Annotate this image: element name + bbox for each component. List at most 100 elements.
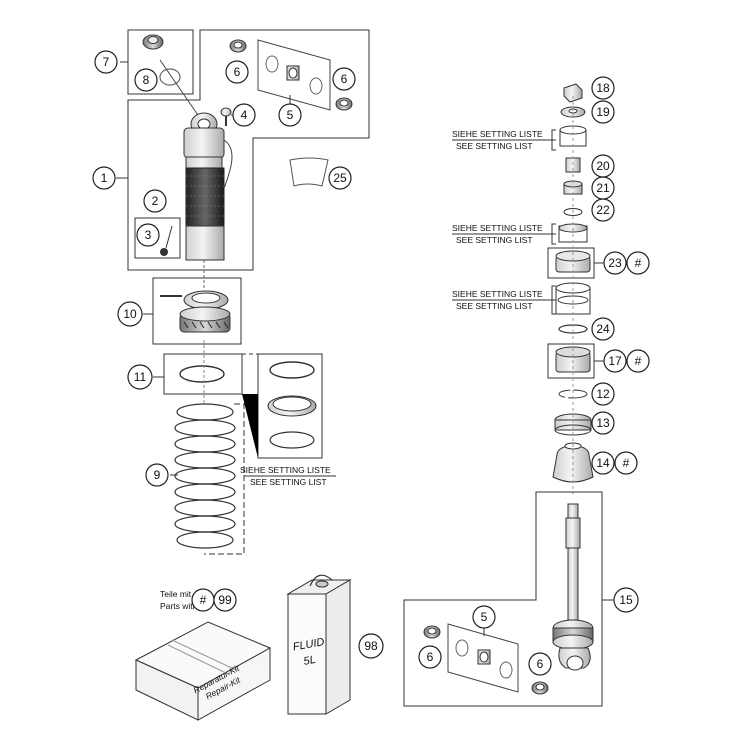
callout-17: 17 xyxy=(608,354,622,368)
callout-18: 18 xyxy=(596,81,610,95)
svg-text:SEE SETTING LIST: SEE SETTING LIST xyxy=(456,235,533,245)
callout-3-circle[interactable] xyxy=(136,223,160,247)
spring-adjuster-part-10 xyxy=(160,260,231,333)
callout-25: 25 xyxy=(333,171,347,185)
svg-text:SIEHE SETTING LISTE: SIEHE SETTING LISTE xyxy=(452,223,543,233)
spring-part-9 xyxy=(174,340,322,555)
callout-23: 23 xyxy=(608,256,622,270)
callout-10: 10 xyxy=(123,307,137,321)
bushing-part-6a xyxy=(229,39,247,53)
label-part-25 xyxy=(289,157,329,187)
callout-hash-14: # xyxy=(623,456,630,470)
shaft-part-15 xyxy=(552,503,594,671)
callout-6b-circle[interactable] xyxy=(332,67,356,91)
callout-99-circle[interactable] xyxy=(213,588,237,612)
callout-8: 8 xyxy=(143,73,150,87)
callout-11-circle[interactable] xyxy=(127,364,153,390)
callout-14: 14 xyxy=(596,456,610,470)
callout-6a-circle[interactable] xyxy=(225,60,249,84)
callout-5a-circle[interactable] xyxy=(278,103,302,127)
callout-4: 4 xyxy=(241,108,248,122)
callout-hash-14-circle[interactable] xyxy=(614,451,638,475)
callout-hash-23-circle[interactable] xyxy=(626,251,650,275)
fluid-can-part-98 xyxy=(286,574,352,715)
group-box-1 xyxy=(127,29,370,271)
shim-part-11 xyxy=(179,361,317,449)
valve-part-3 xyxy=(160,225,173,256)
callout-group: 7 8 6 6 5 4 1 25 2 3 10 11 9 98 18 19 xyxy=(92,50,650,676)
setting-note-9: SIEHE SETTING LISTE SEE SETTING LIST xyxy=(240,465,331,487)
group-box-10 xyxy=(152,277,242,345)
seal-head-part-13 xyxy=(554,413,592,436)
parts-with-label: Parts with xyxy=(160,601,198,611)
callout-98: 98 xyxy=(364,639,378,653)
svg-text:5L: 5L xyxy=(303,654,317,668)
callout-6c: 6 xyxy=(427,650,434,664)
callout-5a: 5 xyxy=(287,108,294,122)
callout-24: 24 xyxy=(596,322,610,336)
callout-20: 20 xyxy=(596,159,610,173)
nut-part-18 xyxy=(563,83,583,103)
svg-text:FLUID: FLUID xyxy=(292,636,325,653)
callout-5b: 5 xyxy=(481,610,488,624)
callout-7-circle[interactable] xyxy=(94,50,118,74)
callout-12-circle[interactable] xyxy=(591,382,615,406)
callout-2-circle[interactable] xyxy=(143,189,167,213)
seal-part-7 xyxy=(142,34,164,50)
screw-part-4 xyxy=(220,107,232,126)
callout-24-circle[interactable] xyxy=(591,317,615,341)
callout-98-circle[interactable] xyxy=(358,633,384,659)
callout-9: 9 xyxy=(154,468,161,482)
group-box-2-3 xyxy=(134,217,181,259)
ring-part-8 xyxy=(159,68,181,86)
callout-1-circle[interactable] xyxy=(92,166,116,190)
callout-hash-23: # xyxy=(635,256,642,270)
piston-part-23 xyxy=(555,250,591,273)
callout-hash-17: # xyxy=(635,354,642,368)
callout-6d-circle[interactable] xyxy=(528,652,552,676)
svg-text:SIEHE SETTING LISTE: SIEHE SETTING LISTE xyxy=(452,129,543,139)
callout-6a: 6 xyxy=(234,65,241,79)
callout-13: 13 xyxy=(596,416,610,430)
setting-note-2: SIEHE SETTING LISTE SEE SETTING LIST xyxy=(452,223,556,245)
bushing-part-6b xyxy=(335,97,353,111)
callout-3: 3 xyxy=(145,228,152,242)
callout-18-circle[interactable] xyxy=(591,76,615,100)
callout-22: 22 xyxy=(596,203,610,217)
callout-1: 1 xyxy=(101,171,108,185)
callout-21: 21 xyxy=(596,181,610,195)
callout-11: 11 xyxy=(134,370,147,384)
svg-text:SEE SETTING LIST: SEE SETTING LIST xyxy=(456,141,533,151)
callout-25-circle[interactable] xyxy=(328,166,352,190)
shim-stack-lower xyxy=(555,282,591,315)
callout-22-circle[interactable] xyxy=(591,198,615,222)
svg-text:SIEHE SETTING LISTE: SIEHE SETTING LISTE xyxy=(452,289,543,299)
bushing-part-6d xyxy=(531,681,549,695)
callout-19: 19 xyxy=(596,105,610,119)
callout-19-circle[interactable] xyxy=(591,100,615,124)
callout-5b-circle[interactable] xyxy=(472,605,496,629)
teile-mit-label: Teile mit xyxy=(160,589,192,599)
svg-text:SEE SETTING LIST: SEE SETTING LIST xyxy=(250,477,327,487)
callout-6b: 6 xyxy=(341,72,348,86)
plate-part-5 xyxy=(257,39,331,111)
callout-6c-circle[interactable] xyxy=(418,645,442,669)
group-box-15 xyxy=(403,491,603,707)
callout-15-circle[interactable] xyxy=(613,587,639,613)
bushing-part-6c xyxy=(423,625,441,639)
plate-part-5b xyxy=(447,623,519,693)
callout-14-circle[interactable] xyxy=(591,451,615,475)
callout-10-circle[interactable] xyxy=(117,301,143,327)
callout-99: 99 xyxy=(218,593,232,607)
callout-9-circle[interactable] xyxy=(145,463,169,487)
svg-text:SIEHE SETTING LISTE: SIEHE SETTING LISTE xyxy=(240,465,331,475)
callout-13-circle[interactable] xyxy=(591,411,615,435)
repair-kit-box xyxy=(134,621,272,721)
callout-7: 7 xyxy=(103,55,110,69)
callout-hash-99: # xyxy=(200,593,207,607)
callout-hash-17-circle[interactable] xyxy=(626,349,650,373)
callout-8-circle[interactable] xyxy=(134,68,158,92)
setting-note-1: SIEHE SETTING LISTE SEE SETTING LIST xyxy=(452,129,556,151)
callout-6d: 6 xyxy=(537,657,544,671)
